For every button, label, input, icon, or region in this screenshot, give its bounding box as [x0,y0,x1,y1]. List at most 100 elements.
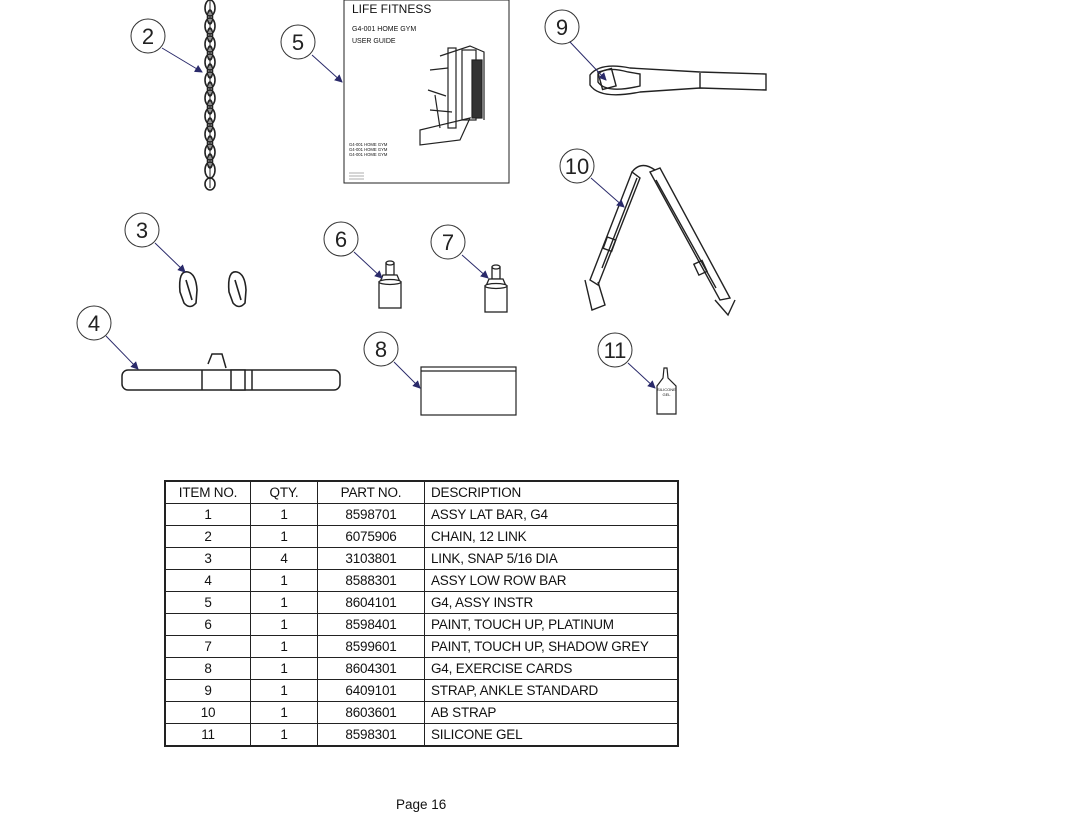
svg-text:7: 7 [442,230,454,255]
table-row: 11 1 8598301 SILICONE GEL [164,723,679,747]
cell-part-no: 6409101 [317,679,425,702]
manual-model-line-1: G4-001 HOME GYM [349,142,388,147]
table-row: 6 1 8598401 PAINT, TOUCH UP, PLATINUM [164,613,679,636]
svg-text:9: 9 [556,15,568,40]
svg-text:4: 4 [88,311,100,336]
manual-fine-print [349,172,364,180]
cell-item-no: 7 [164,635,251,658]
cell-description: G4, ASSY INSTR [424,591,679,614]
chain-part [204,0,216,191]
table-row: 9 1 6409101 STRAP, ANKLE STANDARD [164,679,679,702]
svg-text:6: 6 [335,227,347,252]
cell-qty: 1 [250,591,318,614]
callout-6: 6 [323,221,383,279]
cell-item-no: 3 [164,547,251,570]
ab-strap-part [584,164,736,317]
cell-description: PAINT, TOUCH UP, SHADOW GREY [424,635,679,658]
cell-description: SILICONE GEL [424,723,679,747]
callout-8: 8 [363,331,421,389]
cell-part-no: 8604301 [317,657,425,680]
table-row: 1 1 8598701 ASSY LAT BAR, G4 [164,503,679,526]
cell-part-no: 8604101 [317,591,425,614]
cell-description: AB STRAP [424,701,679,724]
cell-part-no: 8603601 [317,701,425,724]
callout-4: 4 [76,305,139,370]
cell-item-no: 5 [164,591,251,614]
table-row: 4 1 8588301 ASSY LOW ROW BAR [164,569,679,592]
svg-text:3: 3 [136,218,148,243]
header-part-no: PART NO. [317,480,425,504]
header-item-no: ITEM NO. [164,480,251,504]
cell-description: G4, EXERCISE CARDS [424,657,679,680]
cell-qty: 1 [250,525,318,548]
cell-qty: 1 [250,723,318,747]
table-header-row: ITEM NO. QTY. PART NO. DESCRIPTION [164,480,679,504]
cell-item-no: 4 [164,569,251,592]
table-row: 7 1 8599601 PAINT, TOUCH UP, SHADOW GREY [164,635,679,658]
cell-description: LINK, SNAP 5/16 DIA [424,547,679,570]
cell-description: ASSY LAT BAR, G4 [424,503,679,526]
silicone-gel-part: SILICONE GEL [656,367,677,415]
cell-description: ASSY LOW ROW BAR [424,569,679,592]
callout-5: 5 [280,24,343,83]
cell-item-no: 1 [164,503,251,526]
cell-item-no: 2 [164,525,251,548]
svg-text:5: 5 [292,30,304,55]
table-row: 3 4 3103801 LINK, SNAP 5/16 DIA [164,547,679,570]
cell-qty: 1 [250,679,318,702]
cell-qty: 4 [250,547,318,570]
callout-11: 11 [597,332,656,389]
manual-subtitle: USER GUIDE [352,38,396,45]
table-row: 2 1 6075906 CHAIN, 12 LINK [164,525,679,548]
cell-part-no: 8588301 [317,569,425,592]
cell-description: CHAIN, 12 LINK [424,525,679,548]
low-row-bar-part [121,353,341,391]
silicone-label-line-1: SILICONE [657,387,676,392]
table-row: 10 1 8603601 AB STRAP [164,701,679,724]
user-guide-manual: LIFE FITNESS G4-001 HOME GYM USER GUIDE … [343,0,510,184]
cell-item-no: 8 [164,657,251,680]
cell-part-no: 8598301 [317,723,425,747]
callout-10: 10 [559,148,625,208]
header-description: DESCRIPTION [424,480,679,504]
paint-shadow-grey-part [484,264,508,313]
cell-item-no: 6 [164,613,251,636]
manual-brand: LIFE FITNESS [352,2,431,16]
cell-item-no: 9 [164,679,251,702]
table-row: 5 1 8604101 G4, ASSY INSTR [164,591,679,614]
cell-part-no: 8598401 [317,613,425,636]
manual-model-line-2: G4-001 HOME GYM [349,147,388,152]
svg-text:11: 11 [604,338,627,363]
cell-qty: 1 [250,569,318,592]
cell-part-no: 8598701 [317,503,425,526]
svg-text:8: 8 [375,337,387,362]
table-row: 8 1 8604301 G4, EXERCISE CARDS [164,657,679,680]
cell-qty: 1 [250,657,318,680]
callout-7: 7 [430,224,489,279]
manual-model-line-3: G4-001 HOME GYM [349,152,388,157]
header-qty: QTY. [250,480,318,504]
paint-platinum-part [378,260,402,309]
callout-2: 2 [130,18,203,73]
cell-item-no: 10 [164,701,251,724]
cell-description: PAINT, TOUCH UP, PLATINUM [424,613,679,636]
home-gym-drawing [419,45,485,146]
cell-part-no: 8599601 [317,635,425,658]
svg-text:2: 2 [142,24,154,49]
cell-qty: 1 [250,635,318,658]
cell-qty: 1 [250,613,318,636]
ankle-strap-part [589,65,767,96]
silicone-label-line-2: GEL [662,392,671,397]
exercise-cards-part [420,366,517,416]
cell-part-no: 6075906 [317,525,425,548]
cell-qty: 1 [250,503,318,526]
cell-qty: 1 [250,701,318,724]
parts-list-table: ITEM NO. QTY. PART NO. DESCRIPTION 1 1 8… [164,480,679,747]
manual-model: G4-001 HOME GYM [352,26,416,33]
callout-9: 9 [544,9,607,81]
page-number: Page 16 [396,797,447,812]
cell-item-no: 11 [164,723,251,747]
cell-description: STRAP, ANKLE STANDARD [424,679,679,702]
svg-text:10: 10 [565,154,589,179]
